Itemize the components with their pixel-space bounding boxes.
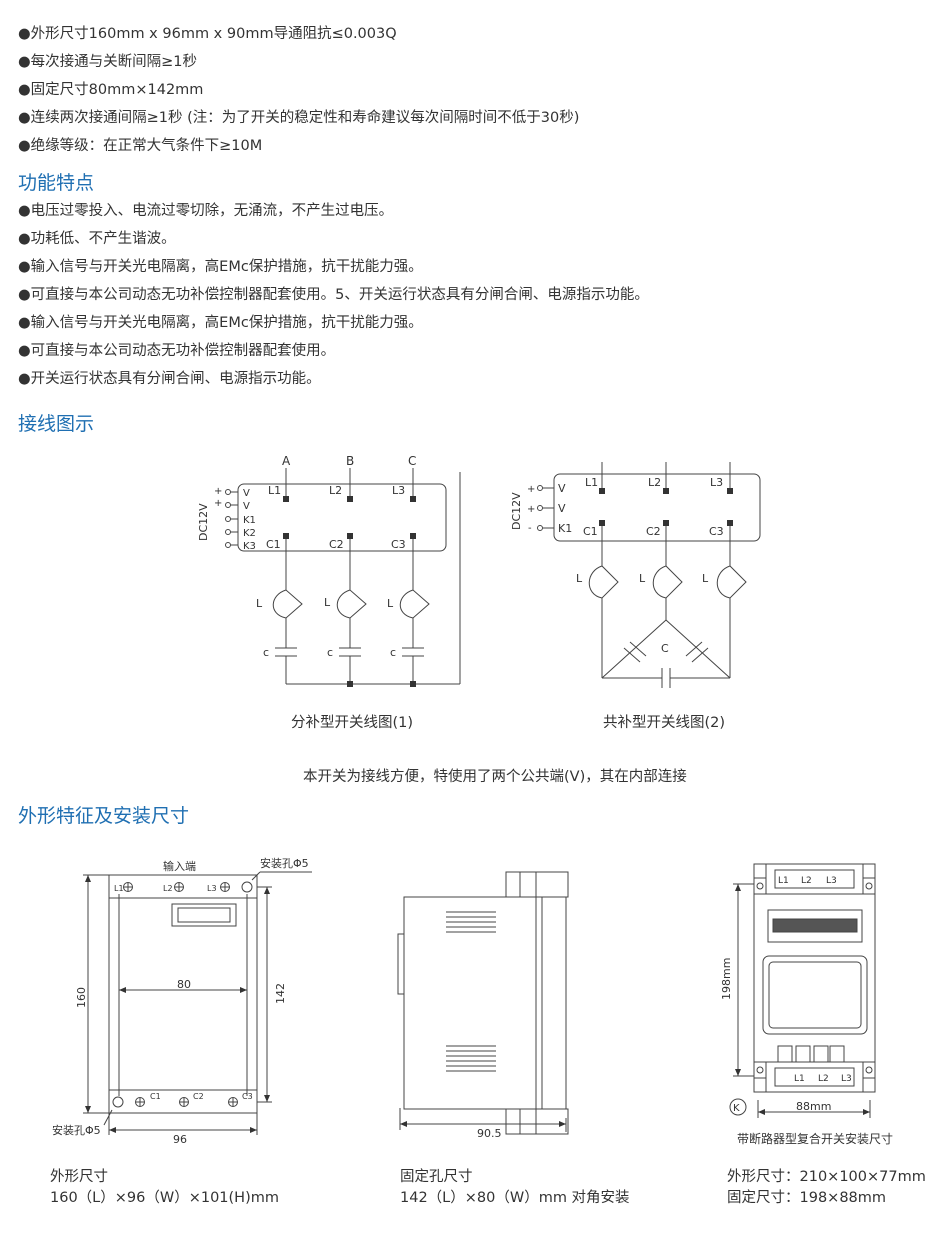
dc12v-label: DC12V xyxy=(197,503,210,541)
feature-line: ●可直接与本公司动态无功补偿控制器配套使用。 xyxy=(18,343,336,359)
breaker-spec-fixed: 固定尺寸：198×88mm xyxy=(727,1190,887,1206)
v-label: V xyxy=(243,501,250,512)
inductor-label: L xyxy=(639,572,646,585)
diagram1-caption: 分补型开关线图(1) xyxy=(291,715,414,731)
diagram2-caption: 共补型开关线图(2) xyxy=(603,715,726,731)
outline-spec: 外形尺寸 160（L）×96（W）×101(H)mm xyxy=(50,1167,279,1209)
outline-spec-title: 外形尺寸 xyxy=(50,1169,108,1185)
outline-spec-value: 160（L）×96（W）×101(H)mm xyxy=(50,1190,279,1206)
breaker-spec: 外形尺寸：210×100×77mm 固定尺寸：198×88mm xyxy=(727,1167,926,1209)
dim-90-5: 90.5 xyxy=(477,1127,502,1140)
l1-label: L1 xyxy=(268,484,281,497)
l2-label: L2 xyxy=(648,476,661,489)
dim-80: 80 xyxy=(177,978,191,991)
l2-label: L2 xyxy=(329,484,342,497)
feature-line: ●输入信号与开关光电隔离，高EMc保护措施，抗干扰能力强。 xyxy=(18,259,423,275)
dim-88: 88mm xyxy=(796,1100,831,1113)
c2-label: C2 xyxy=(646,525,661,538)
phase-a-label: A xyxy=(282,454,291,468)
feature-line: ●输入信号与开关光电隔离，高EMc保护措施，抗干扰能力强。 xyxy=(18,315,423,331)
feature-line: ●电压过零投入、电流过零切除，无涌流，不产生过电压。 xyxy=(18,203,394,219)
mount-hole-label: 安装孔Φ5 xyxy=(260,856,309,870)
breaker-body xyxy=(753,863,876,1093)
switch-box-2 xyxy=(553,473,761,542)
k1-label: K1 xyxy=(243,515,256,526)
l2-label: L2 xyxy=(801,876,812,886)
spec-line: ●连续两次接通间隔≥1秒 (注：为了开关的稳定性和寿命建议每次间隔时间不低于30… xyxy=(18,110,580,126)
wiring-note: 本开关为接线方便，特使用了两个公共端(V)，其在内部连接 xyxy=(303,769,687,785)
k-mark: K xyxy=(733,1103,740,1114)
spec-line: ●每次接通与关断间隔≥1秒 xyxy=(18,54,198,70)
l3-label: L3 xyxy=(207,884,217,893)
l1-label: L1 xyxy=(585,476,598,489)
phase-c-label: C xyxy=(408,454,416,468)
l1-label: L1 xyxy=(794,1074,805,1084)
dim-160: 160 xyxy=(75,987,88,1008)
inductor-label: L xyxy=(576,572,583,585)
plus-label: + xyxy=(527,484,535,495)
l3-label: L3 xyxy=(710,476,723,489)
inductor-label: L xyxy=(324,596,331,609)
c2-label: C2 xyxy=(329,538,344,551)
k1-label: K1 xyxy=(558,522,572,535)
front-body xyxy=(108,874,258,1114)
wiring-heading: 接线图示 xyxy=(18,413,95,435)
hole-spec-value: 142（L）×80（W）mm 对角安装 xyxy=(400,1190,630,1206)
v-label: V xyxy=(243,488,250,499)
c3-label: C3 xyxy=(709,525,724,538)
cap-label: c xyxy=(390,646,396,659)
inductor-label: L xyxy=(387,597,394,610)
dc12v-label: DC12V xyxy=(510,492,523,530)
inductor-label: L xyxy=(702,572,709,585)
features-heading: 功能特点 xyxy=(18,172,95,194)
l3-label: L3 xyxy=(841,1074,852,1084)
cap-label: c xyxy=(263,646,269,659)
c3-label: C3 xyxy=(391,538,406,551)
l3-label: L3 xyxy=(826,876,837,886)
feature-line: ●开关运行状态具有分闸合闸、电源指示功能。 xyxy=(18,371,321,387)
spec-line: ●固定尺寸80mm×142mm xyxy=(18,82,204,98)
spec-line: ●绝缘等级：在正常大气条件下≥10M xyxy=(18,138,263,154)
c2-label: C2 xyxy=(193,1092,204,1101)
plus-label: + xyxy=(214,486,222,497)
plus-label: + xyxy=(527,504,535,515)
hole-spec-title: 固定孔尺寸 xyxy=(400,1169,473,1185)
spec-line: ●外形尺寸160mm x 96mm x 90mm导通阻抗≤0.003Q xyxy=(18,26,397,42)
feature-line: ●功耗低、不产生谐波。 xyxy=(18,231,176,247)
inductor-label: L xyxy=(256,597,263,610)
cap-label: C xyxy=(661,642,669,655)
phase-b-label: B xyxy=(346,454,354,468)
input-terminal-label: 输入端 xyxy=(163,859,196,873)
l1-label: L1 xyxy=(778,876,789,886)
dim-96: 96 xyxy=(173,1133,187,1146)
l3-label: L3 xyxy=(392,484,405,497)
feature-line: ●可直接与本公司动态无功补偿控制器配套使用。5、开关运行状态具有分闸合闸、电源指… xyxy=(18,287,649,303)
cap-label: c xyxy=(327,646,333,659)
l2-label: L2 xyxy=(818,1074,829,1084)
c1-label: C1 xyxy=(150,1092,161,1101)
side-body xyxy=(403,896,537,1110)
breaker-spec-outline: 外形尺寸：210×100×77mm xyxy=(727,1169,926,1185)
minus-label: - xyxy=(528,523,532,534)
k-mark-circle xyxy=(729,1098,747,1116)
c3-label: C3 xyxy=(242,1092,253,1101)
dims-heading: 外形特征及安装尺寸 xyxy=(18,805,190,827)
k3-label: K3 xyxy=(243,541,256,552)
c1-label: C1 xyxy=(266,538,281,551)
hole-spec: 固定孔尺寸 142（L）×80（W）mm 对角安装 xyxy=(400,1167,630,1209)
switch-box-1 xyxy=(237,483,447,552)
v-label: V xyxy=(558,482,566,495)
k2-label: K2 xyxy=(243,528,256,539)
l2-label: L2 xyxy=(163,884,173,893)
v-label: V xyxy=(558,502,566,515)
l1-label: L1 xyxy=(114,884,124,893)
mount-hole-label: 安装孔Φ5 xyxy=(52,1123,101,1137)
plus-label: + xyxy=(214,498,222,509)
breaker-fig-caption: 带断路器型复合开关安装尺寸 xyxy=(737,1132,894,1146)
dim-142: 142 xyxy=(274,983,287,1004)
c1-label: C1 xyxy=(583,525,598,538)
dim-198: 198mm xyxy=(720,958,733,1000)
